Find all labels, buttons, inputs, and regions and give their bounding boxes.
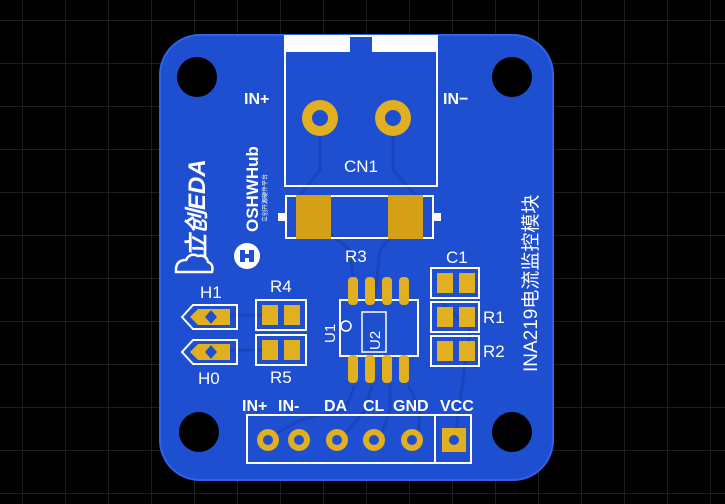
pin-label-vcc: VCC <box>440 398 474 415</box>
capacitor-c1[interactable] <box>430 267 480 299</box>
mounting-hole-top-right <box>492 57 532 97</box>
c1-label: C1 <box>446 248 468 267</box>
r3-label: R3 <box>345 247 367 266</box>
r1-label: R1 <box>483 308 505 327</box>
pin-label-da: DA <box>324 398 348 415</box>
pin-label-cl: CL <box>363 398 385 415</box>
brand-eda-logo: 立创EDA <box>184 159 211 258</box>
resistor-r4[interactable] <box>255 299 307 331</box>
oshw-gear-icon <box>234 243 260 269</box>
in-plus-label: IN+ <box>244 91 269 108</box>
r2-label: R2 <box>483 342 505 361</box>
module-title: INA219电流监控模块 <box>520 195 542 372</box>
r5-label: R5 <box>270 368 292 387</box>
mounting-hole-top-left <box>177 57 217 97</box>
brand-oshwhub-subtitle: 立创开源硬件平台 <box>261 174 269 222</box>
solder-jumper-h0[interactable] <box>180 339 238 365</box>
h1-label: H1 <box>200 283 222 302</box>
cn1-label: CN1 <box>344 157 378 176</box>
shunt-resistor-r3[interactable] <box>278 195 441 239</box>
terminal-block-cn1[interactable] <box>284 35 438 187</box>
resistor-r5[interactable] <box>255 334 307 366</box>
mounting-hole-bottom-left <box>179 412 219 452</box>
in-minus-label: IN− <box>443 91 468 108</box>
ic-u2[interactable] <box>339 277 419 383</box>
pin-labels: IN+ IN- DA CL GND VCC <box>242 398 474 415</box>
brand-oshwhub-logo: OSHWHub <box>243 146 262 232</box>
mounting-hole-bottom-right <box>492 412 532 452</box>
pin-label-in-plus: IN+ <box>242 398 267 415</box>
header-pins <box>257 428 466 452</box>
solder-jumper-h1[interactable] <box>180 304 238 330</box>
pin-header[interactable] <box>246 414 472 464</box>
resistor-r1[interactable] <box>430 301 480 333</box>
cloud-logo-icon <box>174 253 214 274</box>
u1-label: U1 <box>322 324 339 343</box>
resistor-r2[interactable] <box>430 335 480 367</box>
pin-label-gnd: GND <box>393 398 429 415</box>
mounting-holes <box>177 57 532 452</box>
h0-label: H0 <box>198 369 220 388</box>
r4-label: R4 <box>270 277 292 296</box>
pin-label-in-minus: IN- <box>278 398 299 415</box>
u2-label: U2 <box>367 331 384 350</box>
